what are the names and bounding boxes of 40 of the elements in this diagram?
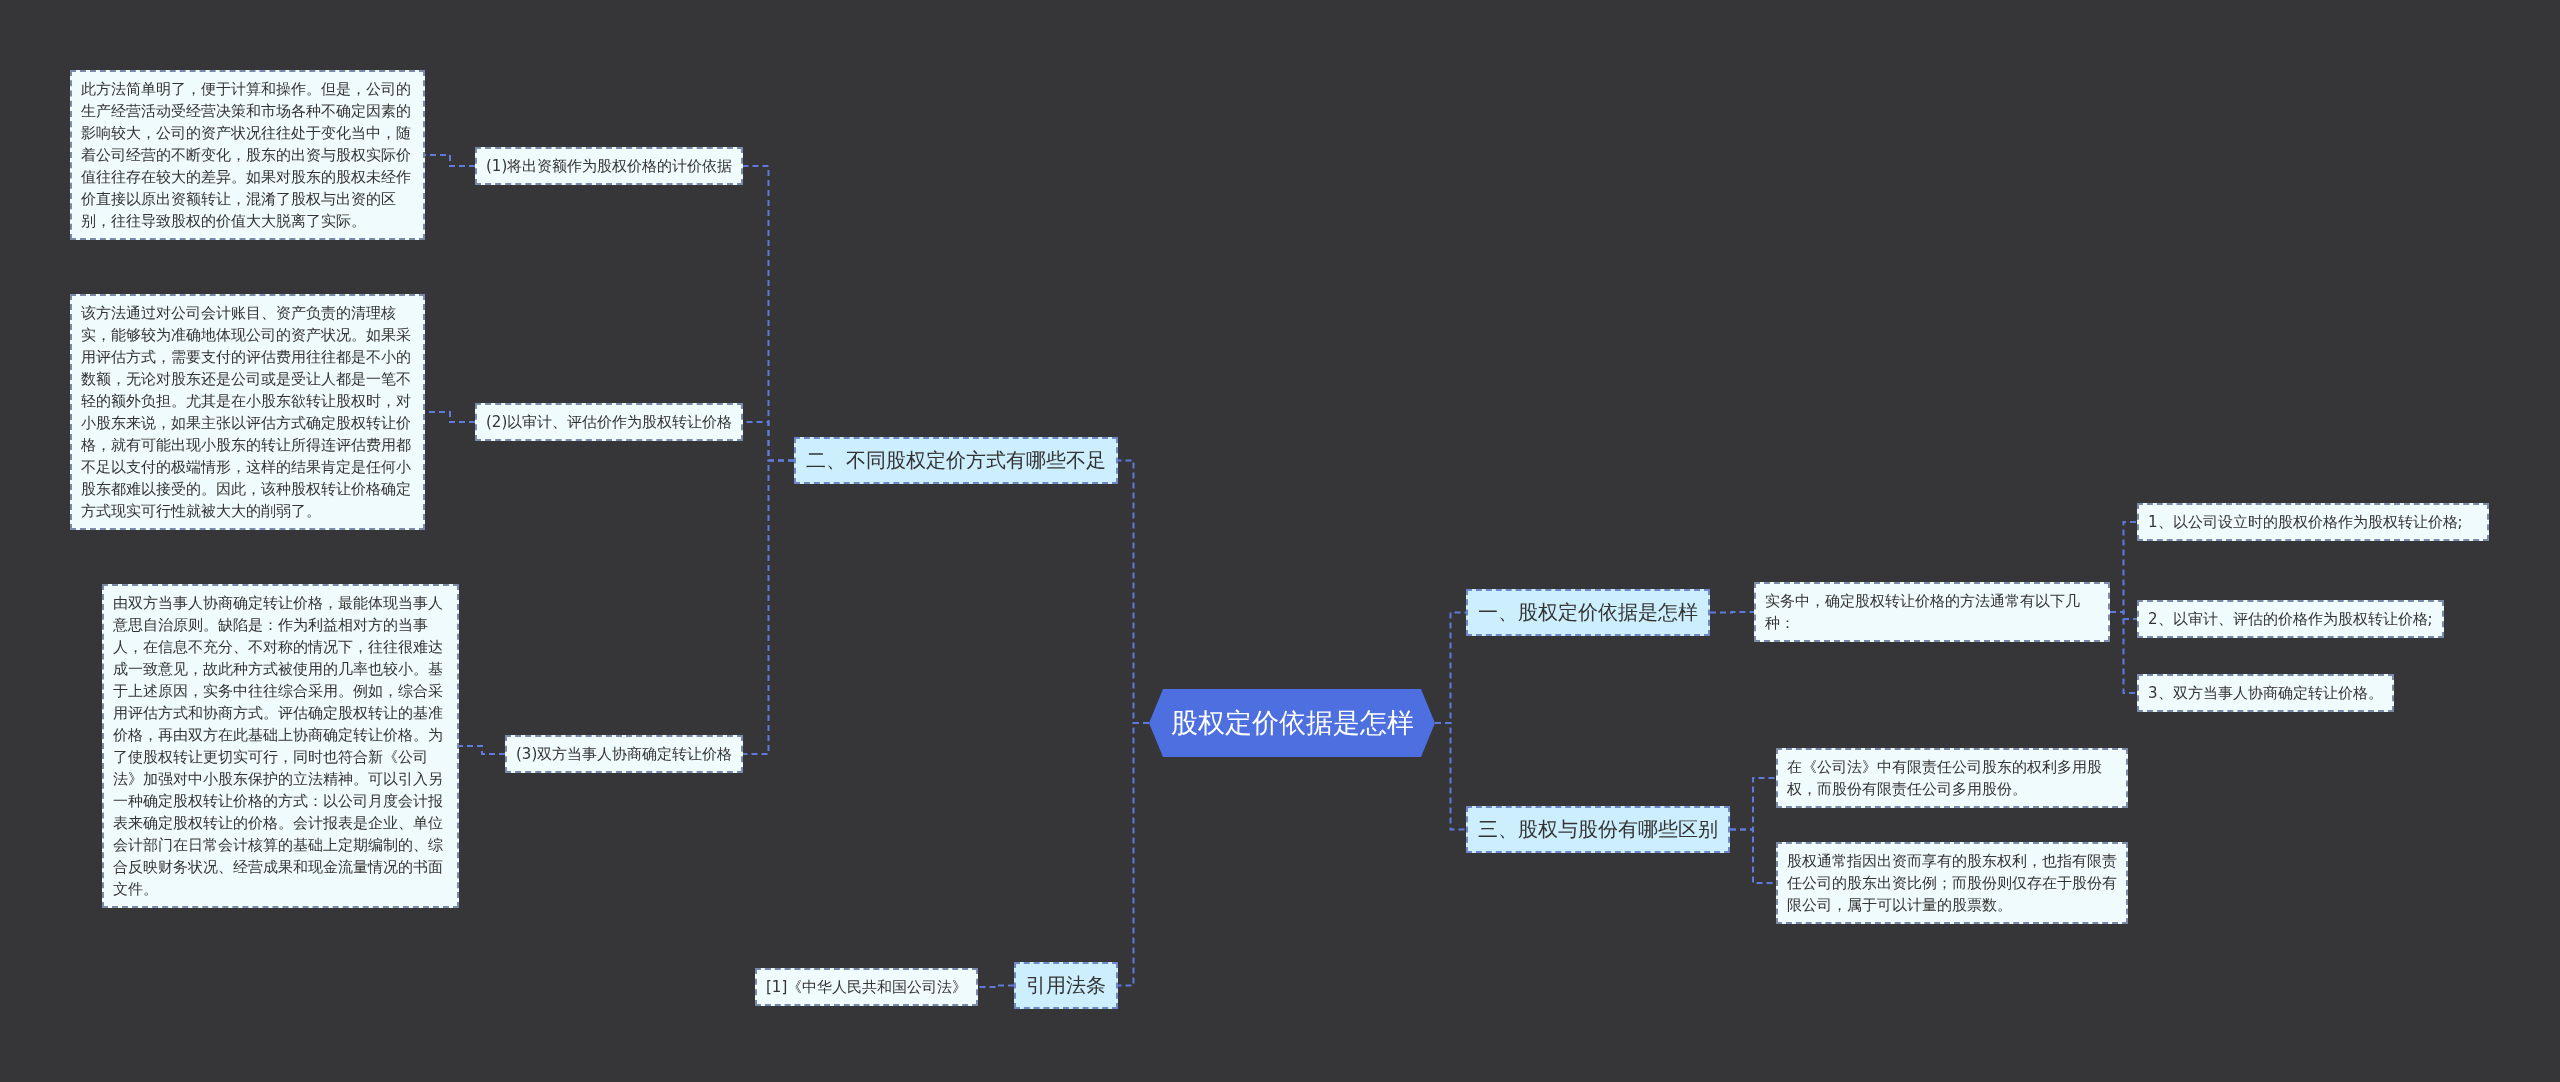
connector-line [977,984,1015,988]
connector-line [2109,611,2138,694]
note-box [475,403,744,441]
note-text: (2)以审计、评估价作为股权转让价格 [486,413,733,431]
topic-box [1014,962,1118,1009]
note-box [2137,503,2489,541]
note-text: 1、以公司设立时的股权价格作为股权转让价格; [2148,513,2463,531]
note-box [475,147,744,185]
connector-line [1117,722,1150,987]
note-box [1776,842,2128,924]
topic-text: 一、股权定价依据是怎样 [1478,600,1698,624]
note-text: 股权通常指因出资而享有的股东权利，也指有限责任公司的股东出资比例；而股份则仅存在于股份有限公司，属于可以计量的股票数。 [1787,852,2117,914]
note-text: 3、双方当事人协商确定转让价格。 [2148,684,2383,702]
note-text: 2、以审计、评估的价格作为股权转让价格; [2148,610,2433,628]
note-box [1754,582,2110,642]
central-topic-text: 股权定价依据是怎样 [1170,706,1414,740]
note-text: (1)将出资额作为股权价格的计价依据 [486,157,733,175]
note-box [505,735,744,773]
note-text: [1]《中华人民共和国公司法》 [766,978,968,996]
note-text: 此方法简单明了，便于计算和操作。但是，公司的生产经营活动受经营决策和市场各种不确定因素的影响较大，公司的资产状况往往处于变化当中，随着公司经营的不断变化，股东的出资与股权实际价值往往存在较大的差异。如果对股东的股权未经作价直接以原出资额转让，混淆了股权与出资的区别，往往导致股权的价值大大脱离了实际。 [81,80,411,230]
note-text: 该方法通过对公司会计账目、资产负责的清理核实，能够较为准确地体现公司的资产状况。如果采用评估方式，需要支付的评估费用往往都是不小的数额，无论对股东还是公司或是受让人都是一笔不轻的额外负担。尤其是在小股东欲转让股权时，对小股东来说，如果主张以评估方式确定股权转让价格，就有可能出现小股东的转让所得连评估费用都不足以支付的极端情形，这样的结果肯定是任何小股东都难以接受的。因此，该种股权转让价格确定方式现实可行性就被大大的削弱了。 [81,304,411,520]
note-text: 由双方当事人协商确定转让价格，最能体现当事人意思自治原则。缺陷是：作为利益相对方的当事人，在信息不充分、不对称的情况下，往往很难达成一致意见，故此种方式被使用的几率也较小。基于上述原因，实务中往往综合采用。例如，综合采用评估方式和协商方式。评估确定股权转让的基准价格，再由双方在此基础上协商确定转让价格。为了使股权转让更切实可行，同时也符合新《公司法》加强对中小股东保护的立法精神。可以引入另一种确定股权转让价格的方式：以公司月度会计报表来确定股权转让的价格。会计报表是企业、单位会计部门在日常会计核算的基础上定期编制的、综合反映财务状况、经营成果和现金流量情况的书面文件。 [113,594,443,898]
note-box [1776,748,2128,808]
note-box [70,70,425,240]
note-text: 实务中，确定股权转让价格的方法通常有以下几种： [1765,592,2080,632]
topic-box [794,437,1118,484]
note-text: (3)双方当事人协商确定转让价格 [516,745,733,763]
topic-box [1466,589,1710,636]
connector-line [742,459,795,755]
note-box [2137,600,2444,638]
connector-line [1709,611,1755,614]
topic-box [1466,806,1730,853]
topic-text: 二、不同股权定价方式有哪些不足 [806,448,1106,472]
connector-line [1434,722,1467,831]
topic-text: 引用法条 [1026,973,1106,997]
note-text: 在《公司法》中有限责任公司股东的权利多用股权，而股份有限责任公司多用股份。 [1787,758,2102,798]
connector-line [458,745,506,755]
topic-text: 三、股权与股份有哪些区别 [1478,817,1718,841]
note-box [2137,674,2394,712]
note-box [755,968,979,1006]
